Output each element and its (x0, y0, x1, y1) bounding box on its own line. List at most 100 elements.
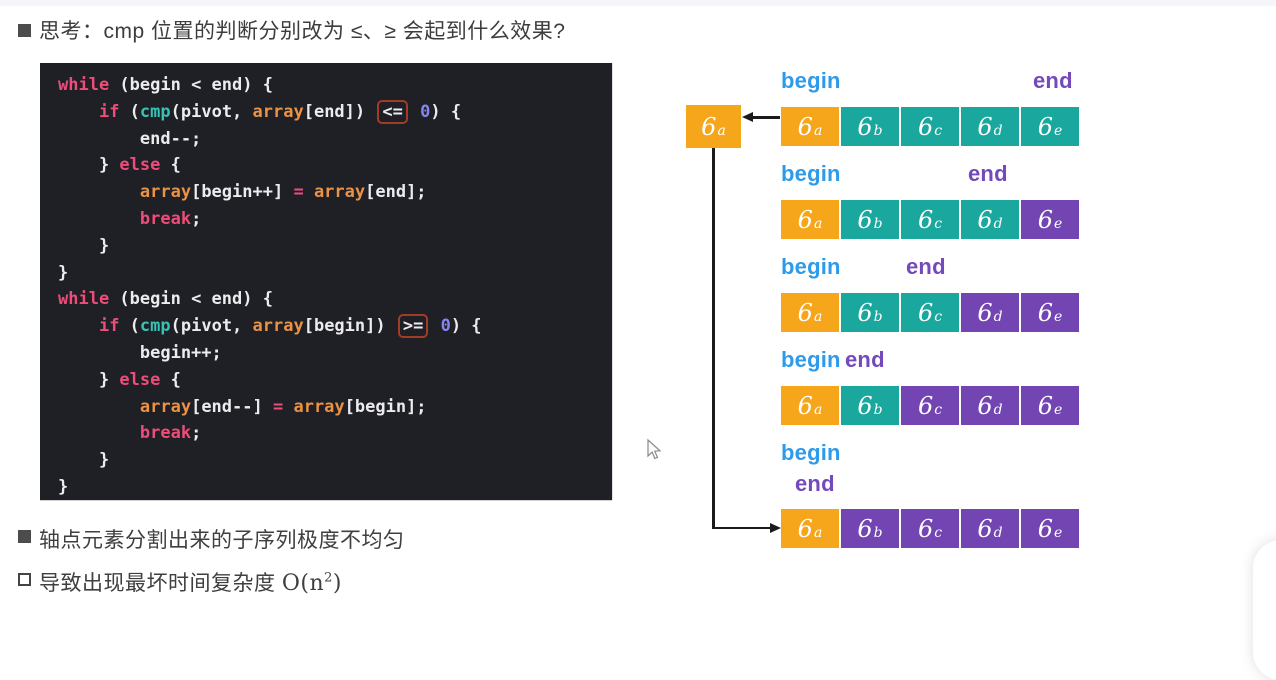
code-token: array (252, 101, 304, 122)
code-token: [begin]; (344, 396, 427, 417)
code-line: } (58, 447, 612, 474)
bullet1-text: 轴点元素分割出来的子序列极度不均匀 (39, 529, 405, 552)
code-block: while (begin < end) { if (cmp(pivot, arr… (40, 63, 612, 500)
highlighted-operator: <= (377, 99, 408, 124)
code-token: } (58, 476, 69, 497)
code-token: cmp (139, 316, 171, 337)
code-line: } (58, 474, 612, 501)
code-token (304, 182, 314, 202)
begin-pointer-label: begin (781, 68, 841, 93)
filled-square-bullet-icon (18, 23, 31, 37)
code-token: ) { (450, 316, 482, 337)
code-line: } else { (58, 152, 612, 179)
begin-pointer-label: begin (781, 440, 841, 465)
end-pointer-label: end (795, 471, 835, 496)
end-pointer-label: end (968, 161, 1008, 186)
bottom-bullet-2: 导致出现最坏时间复杂度 O(n2) (18, 567, 342, 597)
floating-widget-corner[interactable] (1253, 540, 1276, 680)
code-token: ; (191, 423, 202, 444)
elbow-arrow-vertical-line (712, 148, 715, 528)
code-token: array (139, 396, 192, 417)
code-token (58, 102, 99, 122)
code-token: end--; (58, 128, 202, 149)
arrow-to-pivot-line (750, 116, 780, 119)
code-token: array (313, 182, 366, 203)
code-token: ) { (430, 101, 462, 122)
code-line: break; (58, 206, 612, 233)
code-token: if (98, 101, 120, 122)
code-token: [end]; (365, 182, 427, 203)
code-line: array[begin++] = array[end]; (58, 179, 612, 206)
code-line: if (cmp(pivot, array[end]) <= 0) { (58, 99, 612, 126)
code-token: else (119, 155, 161, 176)
hollow-square-bullet-icon (18, 573, 31, 586)
code-line: while (begin < end) { (58, 286, 612, 313)
bullet2-text: 导致出现最坏时间复杂度 O(n2) (39, 570, 343, 596)
code-token (430, 316, 440, 336)
code-token: [end]) (303, 101, 376, 122)
end-pointer-label: end (1033, 68, 1073, 93)
code-token: 0 (420, 101, 431, 122)
code-token: break (139, 208, 192, 229)
code-token: (begin < end) { (109, 289, 273, 310)
mouse-cursor-icon (647, 438, 662, 460)
begin-pointer-label: begin (781, 161, 841, 186)
begin-pointer-label: begin (781, 347, 841, 372)
code-token: [end--] (191, 396, 273, 417)
code-line: begin++; (58, 340, 612, 367)
code-line: array[end--] = array[begin]; (58, 394, 612, 421)
code-token: array (252, 316, 304, 337)
code-token: { (160, 369, 181, 390)
slide-title-row: 思考：cmp 位置的判断分别改为 ≤、≥ 会起到什么效果? (18, 15, 565, 45)
code-token (58, 316, 99, 336)
code-token: [begin++] (191, 182, 294, 203)
code-line: } else { (58, 367, 612, 394)
big-o-notation: O(n2) (281, 570, 343, 596)
begin-pointer-label: begin (781, 254, 841, 279)
code-token: begin++; (58, 342, 222, 363)
code-line: } (58, 233, 612, 260)
code-token: = (272, 396, 284, 417)
code-token: array (139, 182, 192, 203)
code-token (58, 182, 140, 202)
code-token: ( (119, 101, 140, 122)
code-token: [begin]) (303, 316, 396, 337)
code-line: end--; (58, 126, 612, 153)
code-token: break (139, 423, 192, 444)
code-token: (pivot, (170, 316, 253, 337)
code-token: (pivot, (170, 101, 253, 122)
code-token (58, 209, 140, 229)
code-token: } (58, 235, 110, 256)
end-pointer-label: end (845, 347, 885, 372)
bottom-bullet-1: 轴点元素分割出来的子序列极度不均匀 (18, 524, 405, 554)
code-token: } (58, 450, 110, 471)
code-line: if (cmp(pivot, array[begin]) >= 0) { (58, 313, 612, 340)
pivot-subscript: a (717, 122, 726, 139)
code-token: while (58, 289, 110, 310)
